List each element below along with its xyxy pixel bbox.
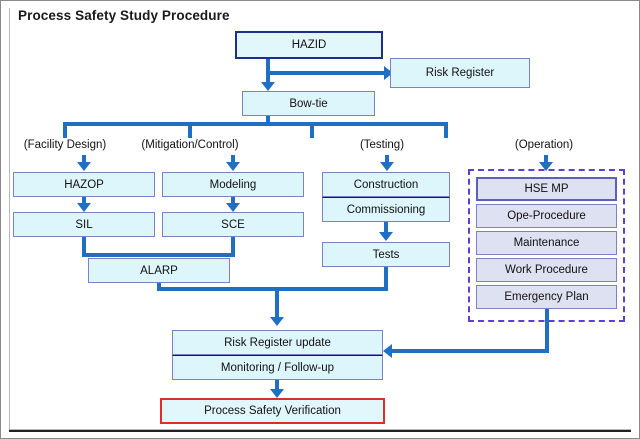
connector-alarp-tests-merge-bar <box>157 287 388 291</box>
node-hazid-label: HAZID <box>291 39 327 51</box>
node-ope-procedure[interactable]: Ope-Procedure <box>476 204 617 228</box>
arrowhead-to-sil <box>77 203 91 212</box>
node-risk-register-label: Risk Register <box>425 67 495 79</box>
node-risk-register-update-label: Risk Register update <box>224 336 331 349</box>
node-bowtie-label: Bow-tie <box>289 97 328 110</box>
page-title: Process Safety Study Procedure <box>18 8 230 23</box>
node-work-procedure-label: Work Procedure <box>505 264 588 276</box>
connector-sil-sce-merge-bar <box>82 253 235 257</box>
arrowhead-to-construction <box>380 162 394 171</box>
arrowhead-to-tests <box>379 232 393 241</box>
connector-monitoring-to-verification <box>275 380 279 392</box>
connector-merge-to-risk-register-update <box>275 287 279 319</box>
node-monitoring-follow-up[interactable]: Monitoring / Follow-up <box>172 355 383 380</box>
arrowhead-to-modeling <box>226 162 240 171</box>
node-sce[interactable]: SCE <box>162 212 304 237</box>
node-process-safety-verification[interactable]: Process Safety Verification <box>160 398 385 424</box>
connector-sil-down <box>82 237 86 257</box>
node-monitoring-follow-up-label: Monitoring / Follow-up <box>220 361 335 374</box>
node-tests[interactable]: Tests <box>322 242 450 267</box>
arrowhead-to-verification <box>270 389 284 398</box>
node-commissioning-label: Commissioning <box>346 203 426 216</box>
connector-hazid-stem <box>266 59 270 73</box>
node-hse-mp-label: HSE MP <box>524 183 569 195</box>
node-tests-label: Tests <box>372 248 400 261</box>
connector-operation-to-group <box>544 155 548 164</box>
arrowhead-to-risk-register-update <box>270 317 284 326</box>
connector-operation-feedback-left <box>392 349 549 353</box>
node-sil[interactable]: SIL <box>13 212 155 237</box>
node-emergency-plan-label: Emergency Plan <box>504 291 589 303</box>
node-construction-label: Construction <box>353 178 419 191</box>
node-sil-label: SIL <box>75 218 93 231</box>
branch-label-facility-design: (Facility Design) <box>23 139 107 151</box>
node-emergency-plan[interactable]: Emergency Plan <box>476 285 617 309</box>
node-hazop-label: HAZOP <box>64 178 104 191</box>
arrowhead-to-risk-register <box>384 66 393 80</box>
connector-operation-feedback-down <box>545 309 549 353</box>
arrowhead-to-hazop <box>77 162 91 171</box>
node-hazid[interactable]: HAZID <box>235 31 383 59</box>
node-hazop[interactable]: HAZOP <box>13 172 155 197</box>
bottom-rule <box>9 430 631 432</box>
connector-hazop-to-sil <box>82 197 86 205</box>
connector-drop-operation <box>444 122 448 138</box>
connector-modeling-to-sce <box>231 197 235 205</box>
node-risk-register-update[interactable]: Risk Register update <box>172 330 383 355</box>
connector-commissioning-to-tests <box>384 222 388 235</box>
branch-label-operation: (Operation) <box>514 139 574 151</box>
branch-label-testing: (Testing) <box>359 139 405 151</box>
connector-tests-down <box>384 267 388 291</box>
node-modeling[interactable]: Modeling <box>162 172 304 197</box>
connector-distribution-bar <box>63 122 448 126</box>
connector-drop-mitigation-control <box>188 122 192 138</box>
connector-facility-to-hazop <box>82 155 86 164</box>
connector-mitigation-to-modeling <box>231 155 235 164</box>
node-maintenance[interactable]: Maintenance <box>476 231 617 255</box>
connector-hazid-to-risk-register <box>266 71 385 75</box>
node-sce-label: SCE <box>221 218 245 231</box>
connector-drop-testing <box>310 122 314 138</box>
branch-label-mitigation-control: (Mitigation/Control) <box>141 139 239 151</box>
node-maintenance-label: Maintenance <box>513 237 580 249</box>
node-ope-procedure-label: Ope-Procedure <box>507 210 586 222</box>
node-modeling-label: Modeling <box>209 178 257 191</box>
connector-hazid-to-bowtie <box>266 71 270 83</box>
node-hse-mp[interactable]: HSE MP <box>476 177 617 201</box>
node-work-procedure[interactable]: Work Procedure <box>476 258 617 282</box>
node-alarp-label: ALARP <box>140 264 178 277</box>
arrowhead-feedback-to-risk-register-update <box>383 344 392 358</box>
node-commissioning[interactable]: Commissioning <box>322 197 450 222</box>
arrowhead-to-sce <box>226 203 240 212</box>
node-construction[interactable]: Construction <box>322 172 450 197</box>
connector-sce-down <box>231 237 235 257</box>
node-risk-register[interactable]: Risk Register <box>390 58 530 88</box>
node-process-safety-verification-label: Process Safety Verification <box>204 405 341 417</box>
connector-drop-facility-design <box>63 122 67 138</box>
connector-testing-to-construction <box>385 155 389 164</box>
arrowhead-to-bowtie <box>261 82 275 91</box>
connector-bowtie-stem <box>266 116 270 126</box>
node-alarp[interactable]: ALARP <box>88 258 230 283</box>
arrowhead-to-operation-group <box>539 162 553 171</box>
node-bowtie[interactable]: Bow-tie <box>242 91 375 116</box>
